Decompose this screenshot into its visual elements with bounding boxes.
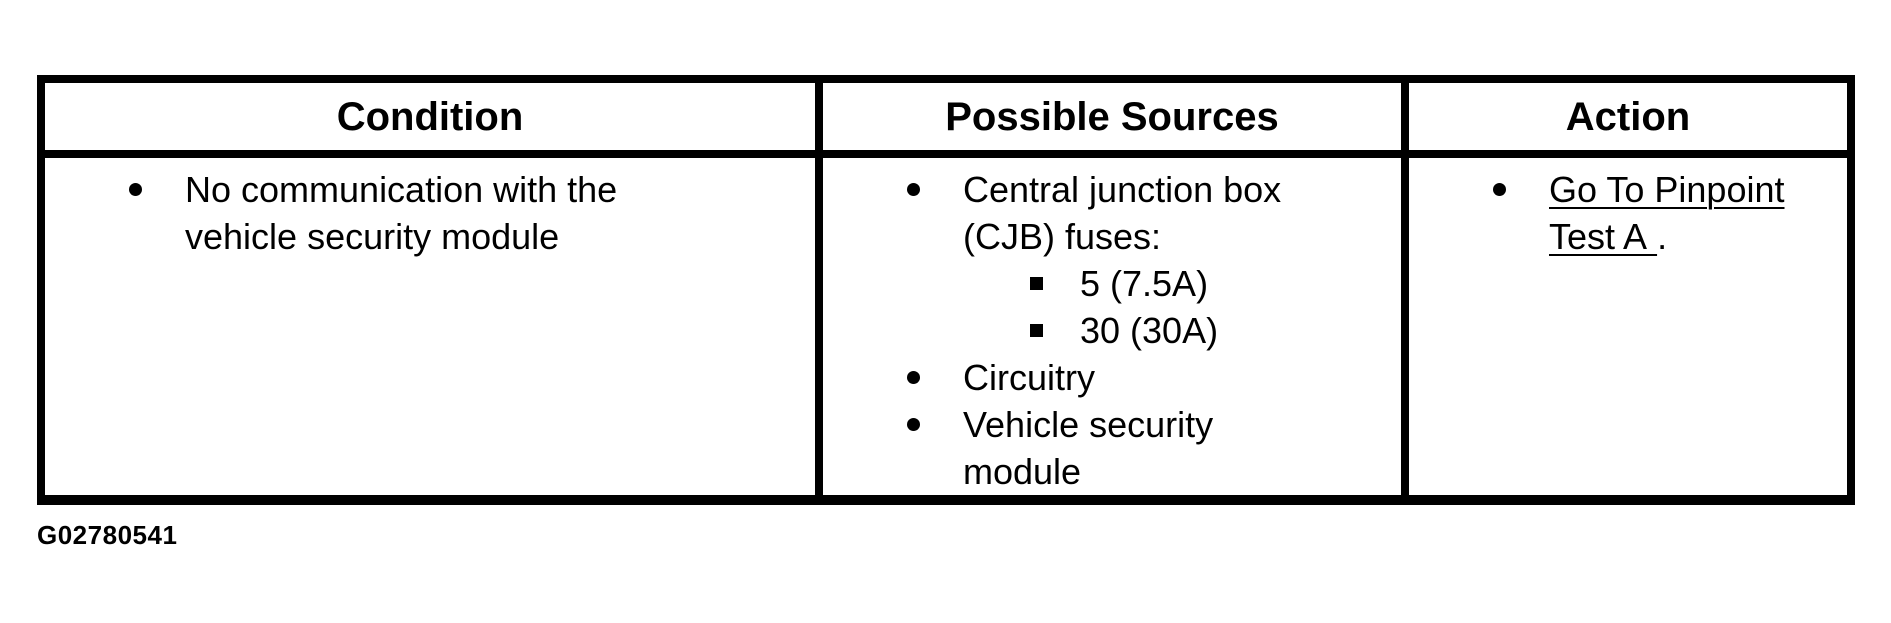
square-bullet-icon — [1030, 324, 1043, 337]
square-bullet-icon — [1030, 277, 1043, 290]
list-item: 30 (30A) — [823, 307, 1401, 354]
bullet-icon — [907, 183, 920, 196]
possible-sources-list: Central junction box (CJB) fuses: 5 (7.5… — [823, 166, 1401, 495]
condition-cell: No communication with the vehicle securi… — [45, 158, 815, 495]
bullet-icon — [1493, 183, 1506, 196]
possible-sources-cell: Central junction box (CJB) fuses: 5 (7.5… — [815, 158, 1401, 495]
figure-id: G02780541 — [37, 520, 178, 550]
pinpoint-test-a-link[interactable]: Go To Pinpoint Test A — [1549, 169, 1785, 257]
list-item: Go To Pinpoint Test A . — [1409, 166, 1847, 260]
list-item: Central junction box (CJB) fuses: — [823, 166, 1401, 260]
link-suffix: . — [1657, 216, 1668, 257]
condition-list: No communication with the vehicle securi… — [45, 166, 815, 260]
action-list: Go To Pinpoint Test A . — [1409, 166, 1847, 260]
list-item: No communication with the vehicle securi… — [45, 166, 815, 260]
fuse-text: 30 (30A) — [1080, 310, 1219, 351]
bullet-icon — [907, 418, 920, 431]
source-text: Vehicle security module — [963, 404, 1214, 492]
condition-text: No communication with the vehicle securi… — [185, 169, 618, 257]
list-item: 5 (7.5A) — [823, 260, 1401, 307]
column-header-action-label: Action — [1565, 94, 1691, 139]
list-item: Vehicle security module — [823, 401, 1401, 495]
column-header-possible-sources: Possible Sources — [815, 83, 1401, 158]
list-item: Circuitry — [823, 354, 1401, 401]
column-header-possible-sources-label: Possible Sources — [945, 94, 1279, 139]
column-header-condition: Condition — [45, 83, 815, 158]
bullet-icon — [129, 183, 142, 196]
column-header-condition-label: Condition — [336, 94, 524, 139]
source-text: Central junction box (CJB) fuses: — [963, 169, 1282, 257]
fuse-text: 5 (7.5A) — [1080, 263, 1209, 304]
source-text: Circuitry — [963, 357, 1095, 398]
column-header-action: Action — [1401, 83, 1847, 158]
action-cell: Go To Pinpoint Test A . — [1401, 158, 1847, 495]
bullet-icon — [907, 371, 920, 384]
diagnostic-table: Condition Possible Sources Action No com… — [37, 75, 1855, 505]
